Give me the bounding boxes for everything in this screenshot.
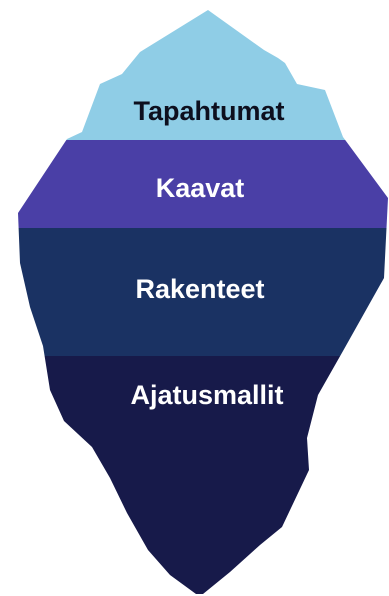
layer-band-rakenteet — [18, 228, 388, 356]
layer-label-ajatusmallit: Ajatusmallit — [130, 380, 283, 410]
layer-label-tapahtumat: Tapahtumat — [133, 96, 284, 126]
layer-label-rakenteet: Rakenteet — [135, 274, 264, 304]
layer-label-kaavat: Kaavat — [156, 173, 245, 203]
layer-band-kaavat — [18, 140, 388, 228]
